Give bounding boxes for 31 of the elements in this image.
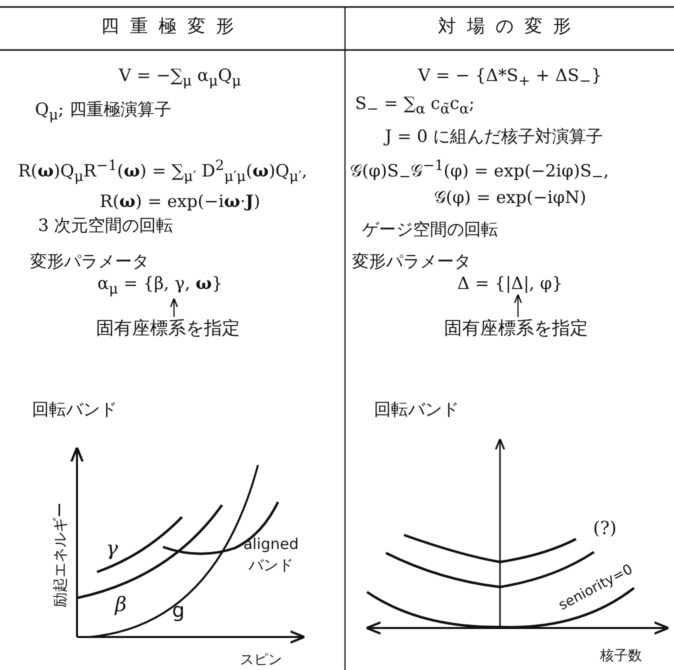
description-text: J = 0 に組んだ核子対演算子 (385, 127, 604, 148)
annotation-text: 固有座標系を指定 (444, 318, 588, 340)
formula: R(ω)Q$_{μ}$R$^{−1}$(ω) = ∑$_{μ′}$ D$^{2}$$_{μ′μ}$(ω)Q$_{μ′}$, (18, 158, 308, 186)
formula: R(ω) = exp(−iω·J) (100, 192, 260, 212)
leader-arrow (170, 298, 178, 317)
formula: α$_{μ}$ = {β, γ, ω} (97, 274, 223, 298)
description-text: 3 次元空間の回転 (38, 216, 174, 236)
annotation-text: 固有座標系を指定 (96, 318, 240, 340)
formula: 𝒢(φ) = exp(−iφN) (434, 188, 586, 208)
section-label: 回転バンド (32, 400, 117, 420)
formula: 𝒢(φ)S$_{−}$𝒢$^{−1}$(φ) = exp(−2iφ)S$_{−}$, (350, 158, 609, 186)
curve-label: β (115, 592, 127, 616)
formula: Δ = {|Δ|, φ} (457, 274, 563, 294)
operator-definition: Q$_{μ}$; 四重極演算子 (35, 100, 172, 124)
axis-label: 励起エネルギー (51, 502, 69, 608)
section-label: 回転バンド (374, 400, 459, 420)
formula: V = −∑$_{μ}$ α$_{μ}$Q$_{μ}$ (118, 66, 242, 90)
column-heading: 対場の変形 (438, 16, 582, 38)
leader-arrow (514, 294, 522, 317)
column-heading: 四重極変形 (101, 16, 245, 38)
curve-label: aligned バンド (242, 534, 300, 576)
description-text: 変形パラメータ (352, 252, 471, 272)
description-text: ゲージ空間の回転 (362, 220, 498, 240)
description-text: 変形パラメータ (30, 252, 149, 272)
curve-label: (?) (593, 518, 617, 540)
formula: V = − {Δ*S$_{+}$ + ΔS$_{−}$} (418, 66, 602, 90)
axis-label: 核子数 (600, 648, 642, 665)
formula: S$_{−}$ = ∑$_{α}$ c$_{α̃}$c$_{α}$; (355, 94, 475, 118)
axis-label: スピン (240, 652, 282, 669)
curve-label: γ (106, 536, 118, 560)
curve-label: g (172, 598, 185, 622)
